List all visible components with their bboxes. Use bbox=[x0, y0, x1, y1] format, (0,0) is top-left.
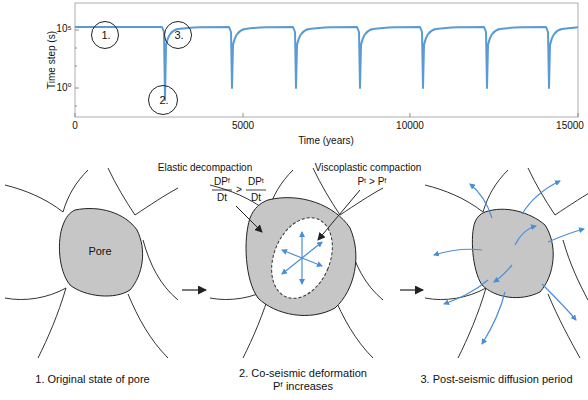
callout-number: 2. bbox=[149, 94, 179, 107]
panel-caption: 2. Co-seismic deformation bbox=[208, 367, 398, 380]
equation-term: Dt bbox=[217, 192, 227, 204]
pore-panel: 1. Original state of pore Pore bbox=[5, 165, 180, 390]
callout-number: 3. bbox=[165, 29, 193, 42]
callout-circle: 2. bbox=[148, 85, 178, 115]
pressure-arrows bbox=[282, 232, 322, 284]
tick-label: 15000 bbox=[556, 120, 584, 132]
recovering-pore bbox=[472, 209, 553, 297]
equation-term: DPᵗ bbox=[248, 176, 264, 188]
panel-subcaption: Pᶠ increases bbox=[208, 380, 398, 393]
expanded-pore bbox=[246, 198, 356, 316]
panel-caption: 1. Original state of pore bbox=[5, 373, 180, 386]
tick-label: 0 bbox=[72, 120, 78, 132]
axis-title: Time step (s) bbox=[46, 31, 58, 89]
equation-term: Pᵗ > Pᶠ bbox=[357, 176, 386, 188]
grain-boundaries bbox=[425, 168, 588, 358]
axis-ticks bbox=[75, 30, 578, 117]
annotation: Viscoplastic compaction bbox=[315, 162, 422, 174]
equation-term: > bbox=[236, 184, 242, 196]
tick-label: 5000 bbox=[232, 120, 254, 132]
pore-label: Pore bbox=[55, 245, 145, 258]
leader-arrows bbox=[236, 190, 360, 240]
tick-label: 10⁵ bbox=[56, 23, 71, 35]
callout-circle: 3. bbox=[164, 21, 192, 49]
grain-boundaries bbox=[210, 168, 383, 358]
compacted-pore-outline bbox=[260, 209, 343, 308]
tick-label: 10⁰ bbox=[56, 82, 71, 94]
equation-term: Dt bbox=[251, 192, 261, 204]
flow-arrow bbox=[182, 289, 206, 290]
axis-title: Time (years) bbox=[298, 135, 354, 147]
panel-caption: 3. Post-seismic diffusion period bbox=[405, 373, 588, 386]
tick-label: 10000 bbox=[396, 120, 424, 132]
pore-panel: 3. Post-seismic diffusion period bbox=[425, 165, 588, 390]
plot-frame bbox=[75, 3, 578, 117]
callout-circle: 1. bbox=[91, 21, 119, 49]
pore-shape: Pore bbox=[55, 205, 145, 300]
equation-term: DPᶠ bbox=[214, 176, 230, 188]
flow-arrow bbox=[400, 289, 423, 290]
callout-number: 1. bbox=[92, 29, 120, 42]
time-step-curve bbox=[75, 27, 578, 100]
pore-panel: 2. Co-seismic deformationPᶠ increases bbox=[208, 165, 398, 390]
grain-boundaries bbox=[5, 168, 178, 358]
annotation: Elastic decompaction bbox=[158, 162, 253, 174]
diffusion-arrows bbox=[434, 181, 584, 344]
